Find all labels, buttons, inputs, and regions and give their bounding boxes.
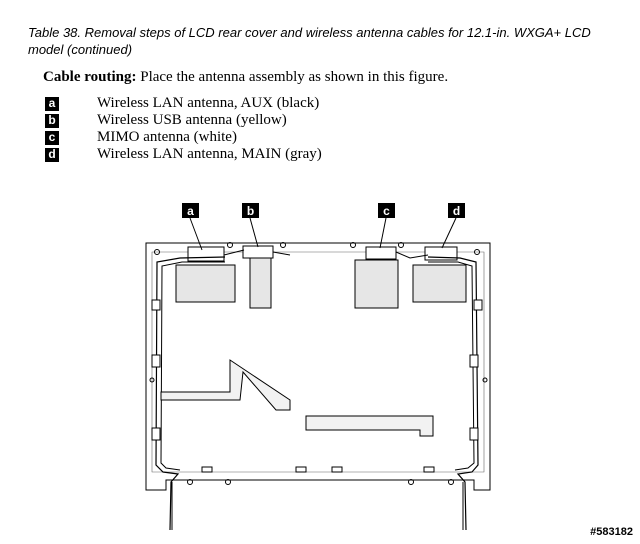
legend-badge-c: c <box>45 130 59 145</box>
connector-c <box>365 246 397 260</box>
cable-routing-text: Place the antenna assembly as shown in t… <box>140 69 449 85</box>
legend-text-b: Wireless USB antenna (yellow) <box>97 112 287 128</box>
callout-a: a <box>187 204 194 218</box>
antenna-module-b <box>249 252 272 309</box>
callout-c: c <box>383 204 390 218</box>
cable-routing-label: Cable routing: <box>43 69 137 85</box>
connector-b <box>242 245 274 259</box>
legend-text-a: Wireless LAN antenna, AUX (black) <box>97 95 320 111</box>
legend-item-c: c MIMO antenna (white) <box>45 129 237 146</box>
legend-item-d: d Wireless LAN antenna, MAIN (gray) <box>45 146 322 163</box>
antenna-module-c <box>354 259 399 309</box>
legend-text-c: MIMO antenna (white) <box>97 129 237 145</box>
callout-b: b <box>247 204 254 218</box>
cable-right-route <box>427 256 479 531</box>
table-caption: Table 38. Removal steps of LCD rear cove… <box>28 25 591 57</box>
lcd-panel-outline <box>145 242 491 491</box>
legend-badge-b: b <box>45 113 59 128</box>
antenna-module-a <box>175 264 236 303</box>
connector-a <box>187 246 225 262</box>
legend-item-a: a Wireless LAN antenna, AUX (black) <box>45 95 319 112</box>
callout-d: d <box>453 204 460 218</box>
figure-id: #583182 <box>590 526 633 538</box>
cable-left-route <box>155 256 226 531</box>
legend-item-b: b Wireless USB antenna (yellow) <box>45 112 287 129</box>
internal-frame-right <box>305 415 434 437</box>
legend-badge-a: a <box>45 96 59 111</box>
legend-badge-d: d <box>45 147 59 162</box>
antenna-legend: a Wireless LAN antenna, AUX (black) b Wi… <box>45 95 322 163</box>
internal-frame-left <box>160 359 291 411</box>
antenna-module-d <box>412 264 467 303</box>
cable-routing-instruction: Cable routing: Place the antenna assembl… <box>43 68 448 86</box>
legend-text-d: Wireless LAN antenna, MAIN (gray) <box>97 146 322 162</box>
